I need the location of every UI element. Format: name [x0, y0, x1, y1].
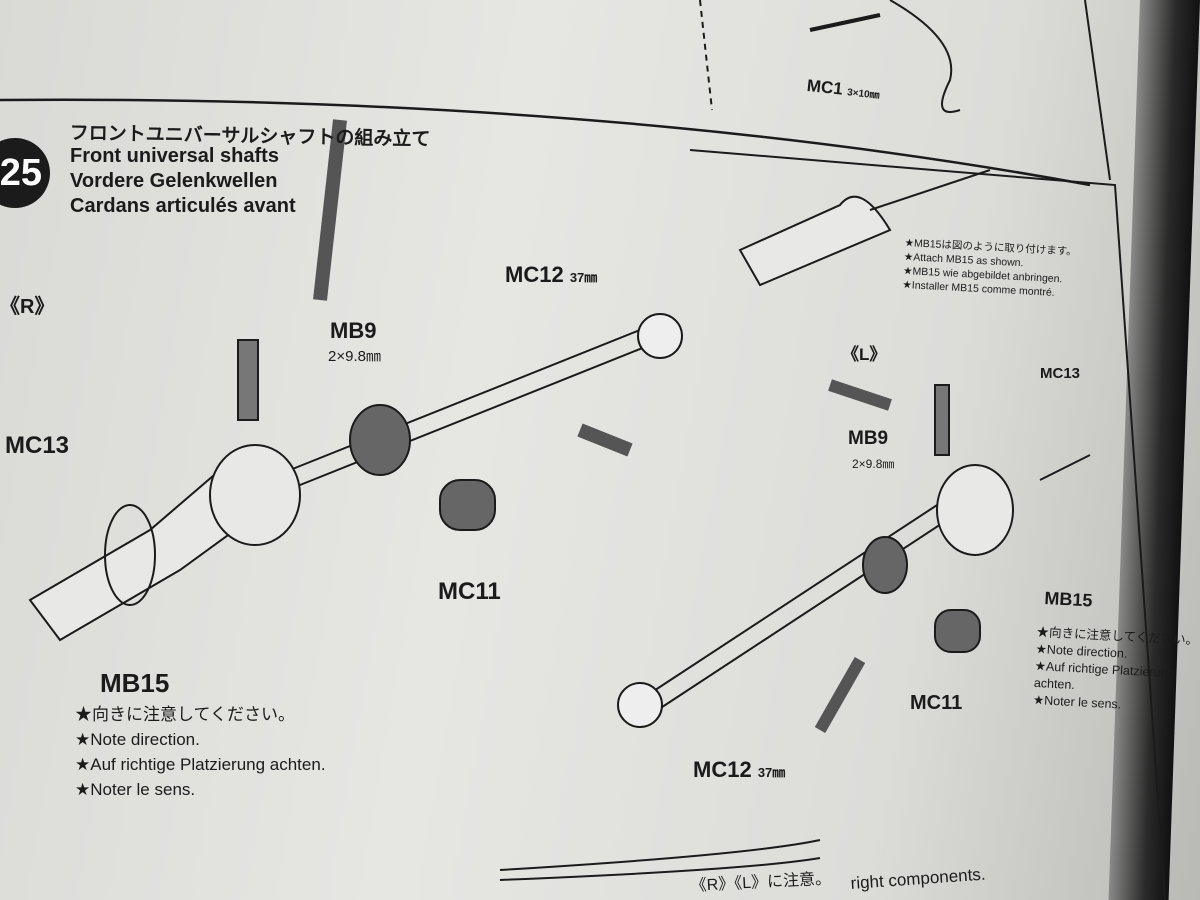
mc12-size: 37㎜ — [569, 270, 598, 285]
r-notes: ★向きに注意してください。 ★Note direction. ★Auf rich… — [75, 702, 326, 802]
mc12-shaft-l — [639, 489, 971, 716]
mb15-ring — [104, 504, 156, 606]
inset-border-right — [1084, 0, 1111, 181]
note-ja: ★向きに注意してください。 — [75, 705, 295, 724]
l-mc12-label: MC12 37㎜ — [693, 757, 785, 783]
step-divider-line — [0, 98, 1091, 187]
l-mc13-label: MC13 — [1040, 365, 1081, 382]
mc12-part: MC12 — [505, 262, 564, 287]
mc11-pin — [439, 479, 496, 531]
step-title-en: Front universal shafts — [70, 145, 279, 167]
mc11-cup — [349, 404, 411, 476]
note-en: ★Note direction. — [75, 730, 200, 749]
l-mc12-part: MC12 — [693, 757, 752, 782]
panel-divider-dashed — [699, 0, 713, 111]
step-number: 25 — [0, 152, 42, 194]
mc12-label: MC12 37㎜ — [505, 262, 597, 288]
mb9-pin — [237, 339, 259, 421]
mc13-label: MC13 — [5, 432, 70, 459]
inset-border — [689, 149, 1166, 900]
inset-notes: ★MB15は図のように取り付けます。 ★Attach MB15 as shown… — [902, 236, 1077, 301]
r-side-label: 《R》 — [0, 296, 55, 318]
l-notes: ★向きに注意してください。 ★Note direction. ★Auf rich… — [1033, 624, 1199, 717]
l-mb9-size: 2×9.8㎜ — [852, 457, 895, 471]
mc1-size: 3×10㎜ — [846, 87, 881, 102]
l-mb15-label: MB15 — [1043, 588, 1093, 611]
bottom-lines — [499, 839, 821, 881]
mc12-yoke — [637, 313, 683, 359]
step-title-de: Vordere Gelenkwellen — [70, 170, 278, 192]
note-de: ★Auf richtige Platzierung achten. — [75, 755, 326, 774]
mb15-label: MB15 — [100, 668, 170, 698]
l-mc11-label: MC11 — [910, 692, 963, 714]
step-number-badge: 25 — [0, 138, 50, 208]
mb9-size: 2×9.8㎜ — [328, 348, 381, 365]
l-mc12-size: 37㎜ — [757, 765, 786, 780]
note-fr: ★Noter le sens. — [75, 780, 196, 799]
mc11-label: MC11 — [438, 578, 501, 605]
mb9-label: MB9 — [330, 318, 377, 343]
l-side-label: 《L》 — [842, 345, 887, 364]
step-title-fr: Cardans articulés avant — [70, 195, 296, 217]
l-mb9-label: MB9 — [848, 428, 889, 449]
mc1-part: MC1 — [806, 76, 844, 99]
